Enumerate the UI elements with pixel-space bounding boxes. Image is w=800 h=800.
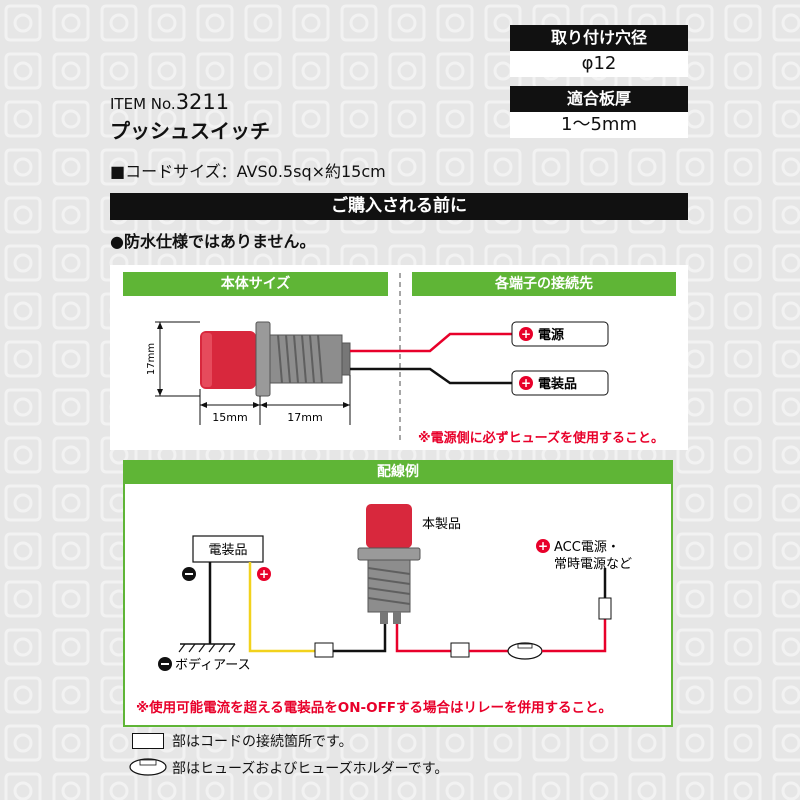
yellow-wire <box>248 562 315 653</box>
fuse-note: ※電源側に必ずヒューズを使用すること。 <box>418 431 664 446</box>
svg-text:+: + <box>521 327 531 341</box>
item-number-value: 3211 <box>175 90 230 114</box>
width-label-body: 17mm <box>287 411 322 424</box>
power-source-line1: ACC電源・ <box>554 540 620 555</box>
terminal-power <box>511 321 609 347</box>
accessory-box <box>192 535 264 563</box>
product-name: プッシュスイッチ <box>110 119 270 143</box>
accessory-box-label: 電装品 <box>208 543 247 558</box>
waterproof-note: ●防水仕様ではありません。 <box>110 232 316 251</box>
connector-1 <box>314 642 334 658</box>
plate-thickness-label: 適合板厚 <box>510 86 688 112</box>
power-source-line2: 常時電源など <box>554 557 632 572</box>
black-wire <box>350 367 512 385</box>
wiring-switch-body <box>367 559 411 613</box>
wiring-switch-flange <box>357 547 421 561</box>
connection-legend-text: 部はコードの接続箇所です。 <box>172 734 353 750</box>
plus-icon <box>519 327 533 341</box>
wiring-diagram: 電装品 + 本製品 + ACC電源・ 常時電源など ボディアース <box>158 504 632 673</box>
switch-red-lead <box>395 624 451 653</box>
before-purchase-bar: ご購入される前に <box>110 193 688 220</box>
switch-black-lead <box>333 624 387 653</box>
width-label-cap: 15mm <box>212 411 247 424</box>
terminal-power-label: 電源 <box>538 327 564 343</box>
terminals-title: 各端子の接続先 <box>412 272 676 296</box>
body-ground-label: ボディアース <box>175 657 251 673</box>
svg-text:+: + <box>259 567 269 581</box>
plus-icon <box>257 567 271 581</box>
switch-flange <box>255 321 271 397</box>
plus-icon <box>519 376 533 390</box>
power-red-wire <box>542 619 607 653</box>
item-number-label: ITEM No. <box>110 95 176 113</box>
switch-size-diagram: 17mm 15mm 17mm + 電源 + 電装品 <box>146 273 609 440</box>
relay-note: ※使用可能電流を超える電装品をON-OFFする場合はリレーを併用すること。 <box>136 700 613 716</box>
mount-hole-value: φ12 <box>510 51 688 77</box>
this-product-label: 本製品 <box>422 517 461 532</box>
plus-icon <box>536 539 550 553</box>
wiring-switch-cap <box>366 504 412 548</box>
connection-legend-icon <box>132 733 164 749</box>
svg-text:+: + <box>538 539 548 553</box>
terminal-accessory-label: 電装品 <box>538 376 577 392</box>
wiring-title: 配線例 <box>123 460 673 484</box>
terminal-accessory <box>511 370 609 396</box>
mount-hole-label: 取り付け穴径 <box>510 25 688 51</box>
svg-text:+: + <box>521 376 531 390</box>
connector-3 <box>598 597 612 620</box>
connector-2 <box>450 642 470 658</box>
spec-block: 取り付け穴径 φ12 適合板厚 1〜5mm <box>510 25 688 138</box>
item-number: ITEM No.3211 <box>110 90 229 114</box>
fuse-legend-text: 部はヒューズおよびヒューズホルダーです。 <box>172 761 449 777</box>
height-label: 17mm <box>146 343 157 375</box>
plate-thickness-value: 1〜5mm <box>510 112 688 138</box>
switch-cap <box>200 331 256 389</box>
cord-size: ■コードサイズ：AVS0.5sq×約15cm <box>110 162 386 181</box>
fuse-legend-icon <box>129 758 167 776</box>
body-size-title: 本体サイズ <box>123 272 388 296</box>
red-wire <box>350 332 512 353</box>
